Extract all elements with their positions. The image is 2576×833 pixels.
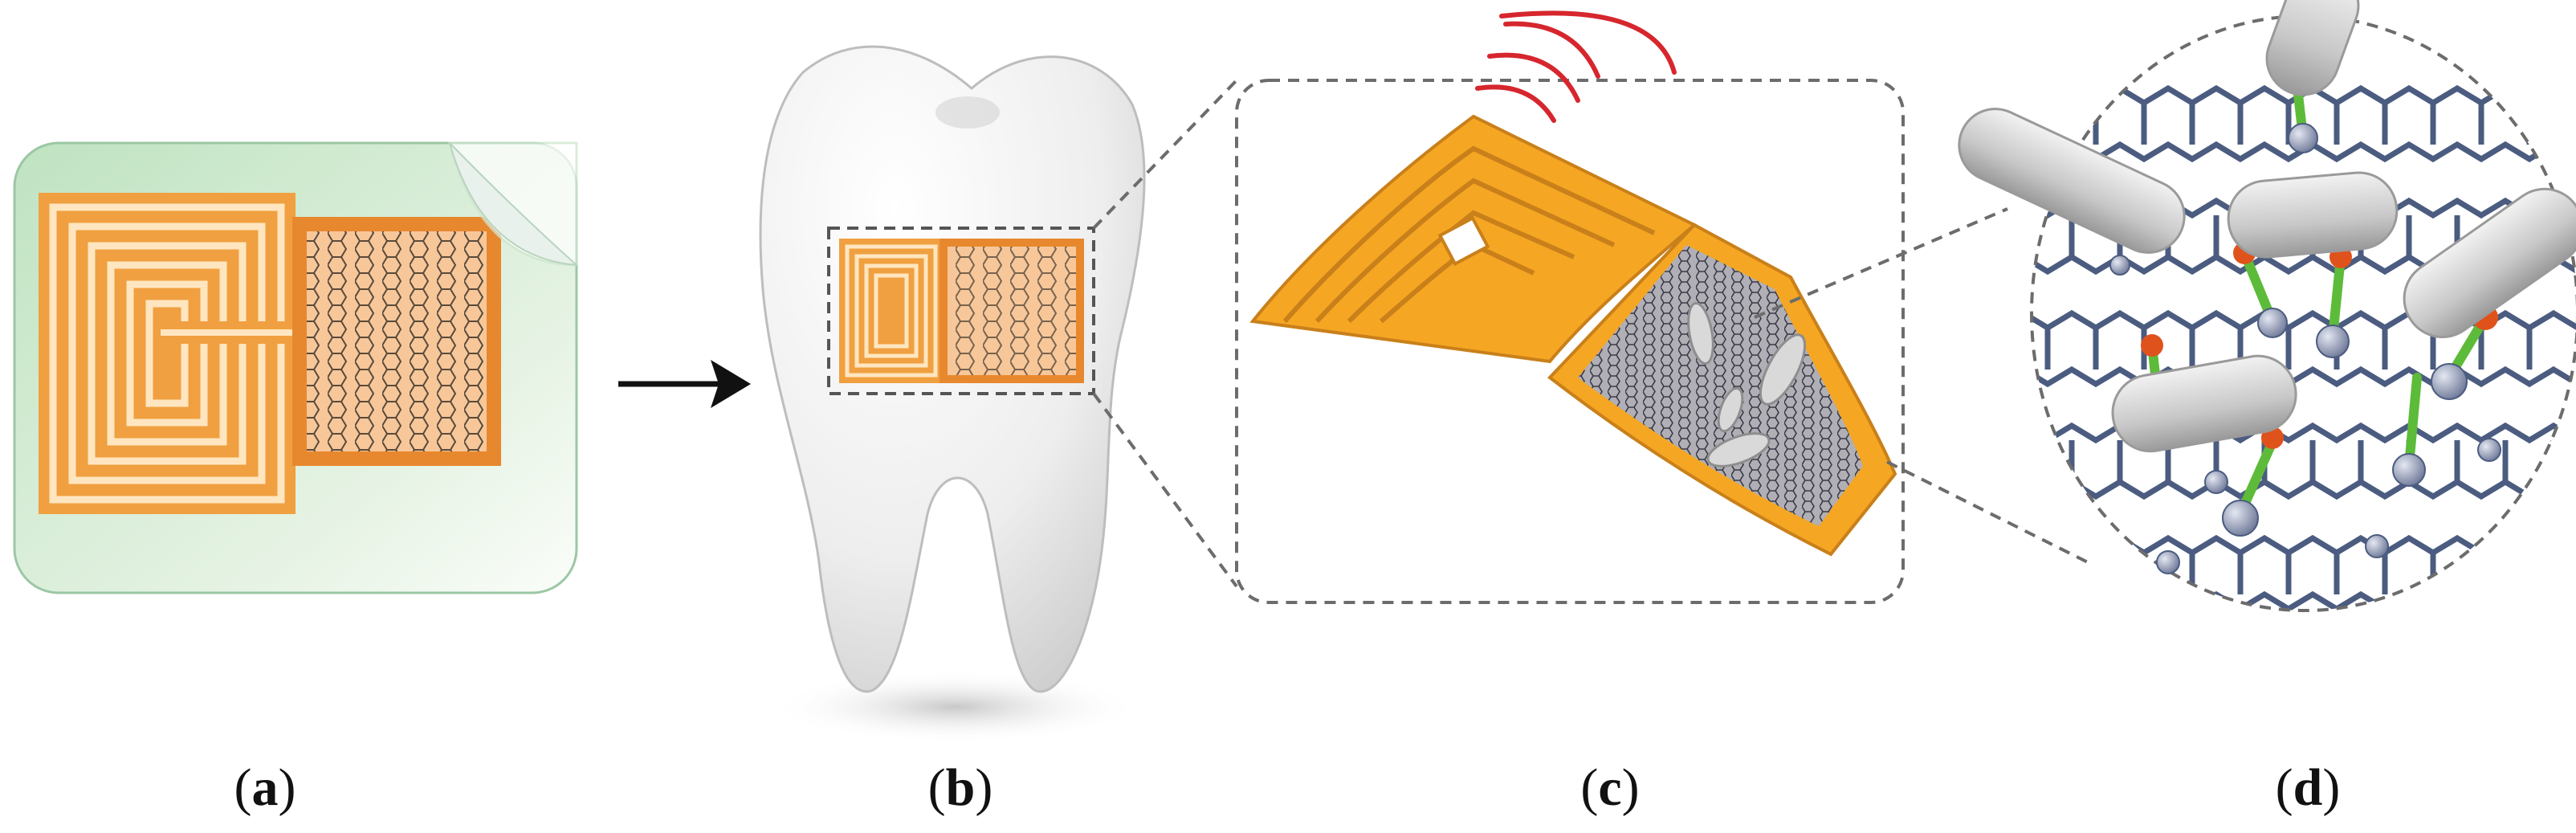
panel-label-a: (a) [234,758,296,817]
graphene-sensor-icon [1547,223,1897,557]
bacteria-icon [1958,0,2576,453]
panel-label-d: (d) [2276,758,2341,817]
panel-a-illustration [13,141,579,594]
panel-b-illustration [759,45,1146,743]
panel-d-illustration [1958,0,2576,612]
bacteria-icon [1687,301,1807,468]
sensor-pad-icon [292,217,501,466]
zoom-lines-c-d [1754,207,2089,564]
mini-sensor-icon [839,239,1084,383]
panel-label-c: (c) [1580,758,1639,817]
arrow-right-icon [618,360,751,408]
zoom-lines-b-c [1092,79,1238,588]
antenna-coil-icon [39,193,305,514]
panel-c-illustration [1235,10,1905,604]
wireless-signal-icon [1475,10,1677,123]
panel-label-b: (b) [928,758,993,817]
curved-antenna-icon [1249,114,1698,364]
